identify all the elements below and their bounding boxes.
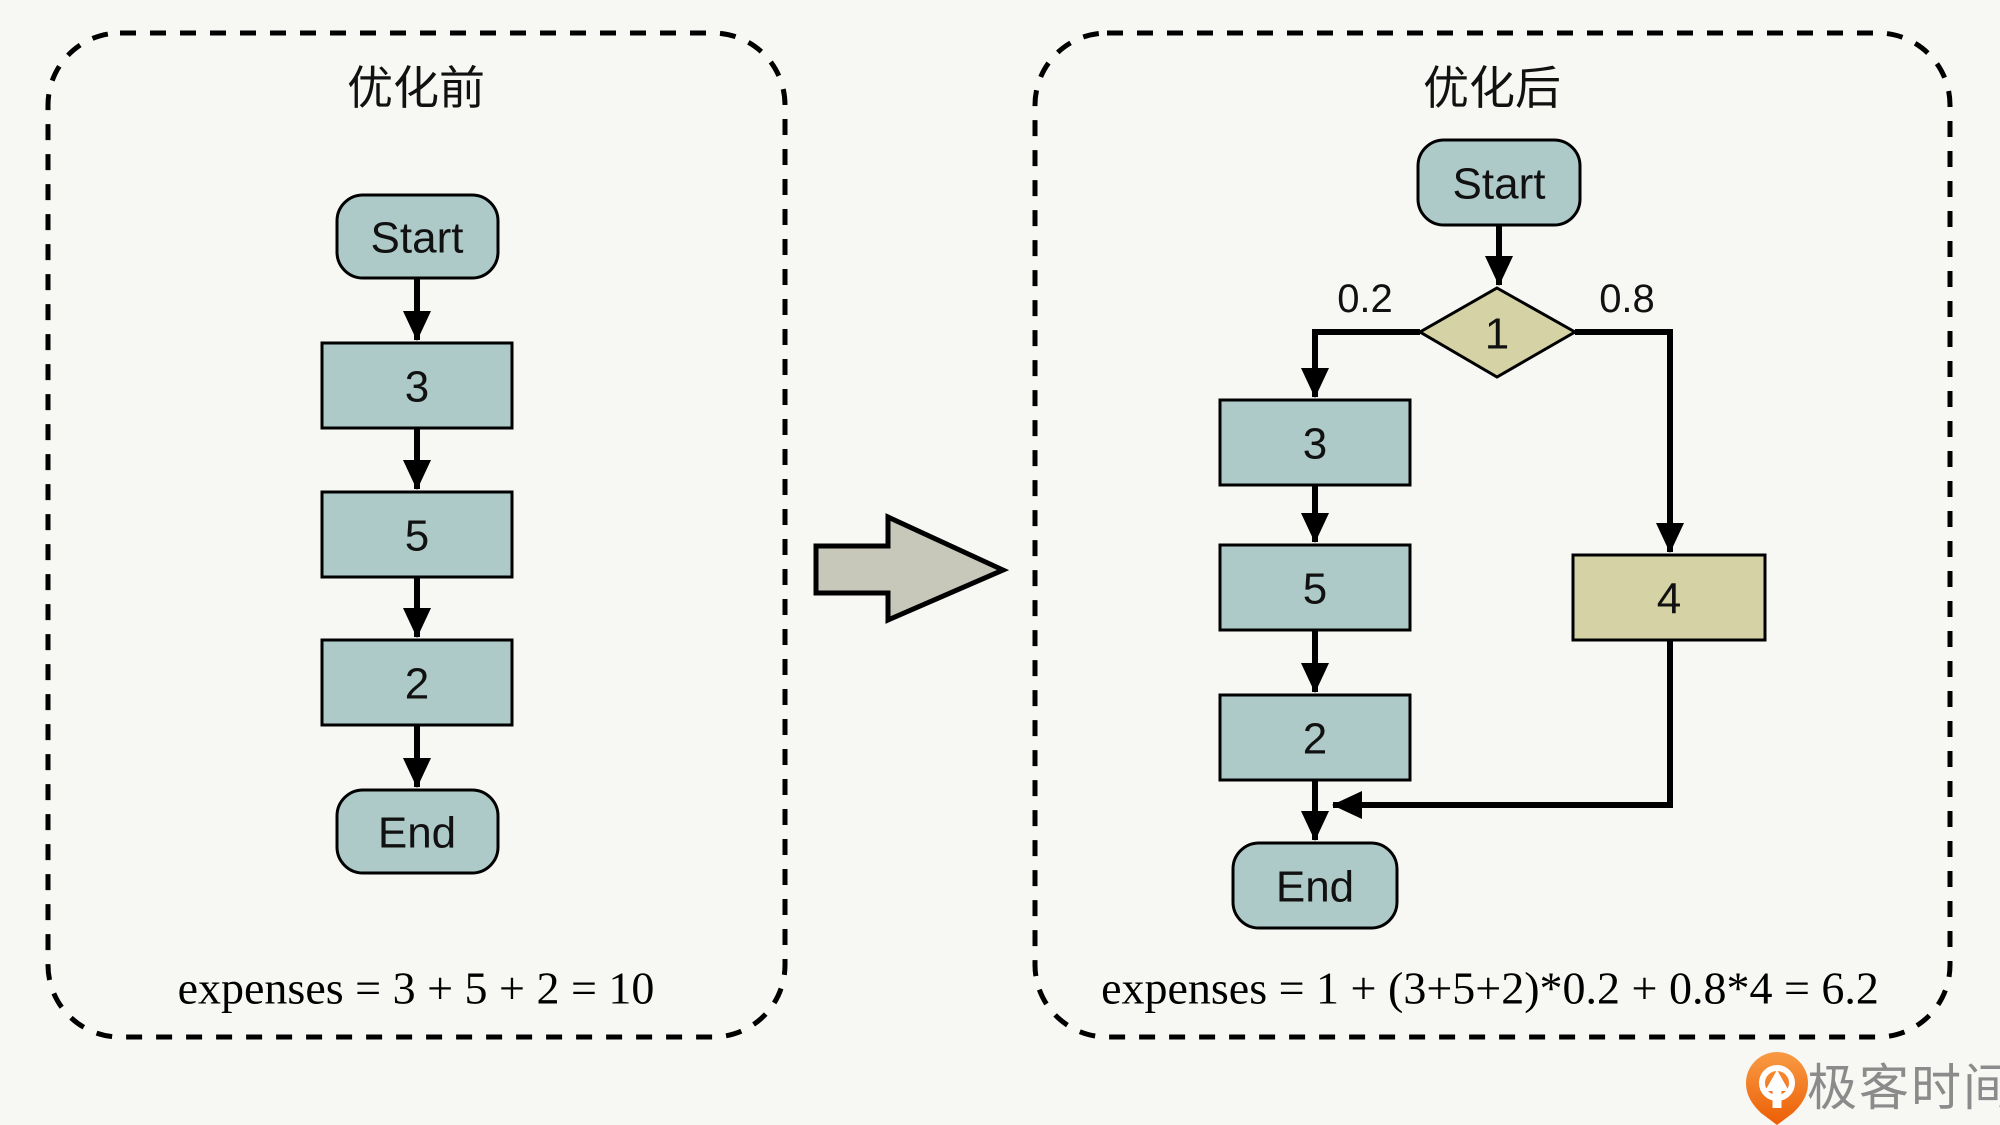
before-step-5-label: 5: [405, 512, 429, 561]
before-end-label: End: [378, 809, 456, 858]
after-optimization-panel: 优化后 Start 1 0.2 0.8 3 5 2 4 End expenses…: [1032, 30, 1953, 1040]
branch-probability-right: 0.8: [1599, 277, 1655, 321]
edge-decision-to-4: [1575, 329, 1684, 553]
after-panel-title: 优化后: [1423, 62, 1561, 114]
before-optimization-panel: 优化前 Start 3 5 2 End expenses = 3 + 5 + 2…: [45, 30, 788, 1040]
after-expenses-formula: expenses = 1 + (3+5+2)*0.2 + 0.8*4 = 6.2: [1101, 963, 1879, 1014]
after-decision-label: 1: [1485, 310, 1509, 359]
before-start-label: Start: [371, 214, 464, 263]
before-expenses-formula: expenses = 3 + 5 + 2 = 10: [178, 963, 655, 1014]
after-step-5-node: [1218, 543, 1412, 632]
after-start-label: Start: [1453, 160, 1546, 209]
edge-decision-to-3: [1301, 329, 1420, 398]
after-step-5-label: 5: [1303, 565, 1327, 614]
geektime-logo-text: 极客时间: [1807, 1060, 2000, 1116]
after-end-label: End: [1276, 863, 1354, 912]
after-step-3-label: 3: [1303, 420, 1327, 469]
before-panel-title: 优化前: [347, 62, 485, 114]
after-step-2-node: [1218, 693, 1412, 782]
after-branch-4-label: 4: [1657, 575, 1681, 624]
before-step-2-node: [320, 638, 514, 727]
before-step-2-label: 2: [405, 660, 429, 709]
branch-probability-left: 0.2: [1337, 277, 1393, 321]
after-step-2-label: 2: [1303, 715, 1327, 764]
geektime-logo: 极客时间: [1746, 1052, 2000, 1125]
logo-arrow-glyph: [1765, 1070, 1789, 1108]
edge-4-merge-to-end: [1332, 640, 1673, 819]
after-decision-diamond: [1417, 286, 1579, 379]
before-step-3-label: 3: [405, 363, 429, 412]
after-end-node: [1231, 841, 1399, 930]
before-end-node: [335, 788, 500, 875]
transform-right-arrow: [813, 513, 1010, 624]
after-branch-4-node: [1571, 553, 1767, 642]
before-step-3-node: [320, 341, 514, 430]
after-step-3-node: [1218, 398, 1412, 487]
geektime-logo-icon: [1746, 1052, 1808, 1125]
